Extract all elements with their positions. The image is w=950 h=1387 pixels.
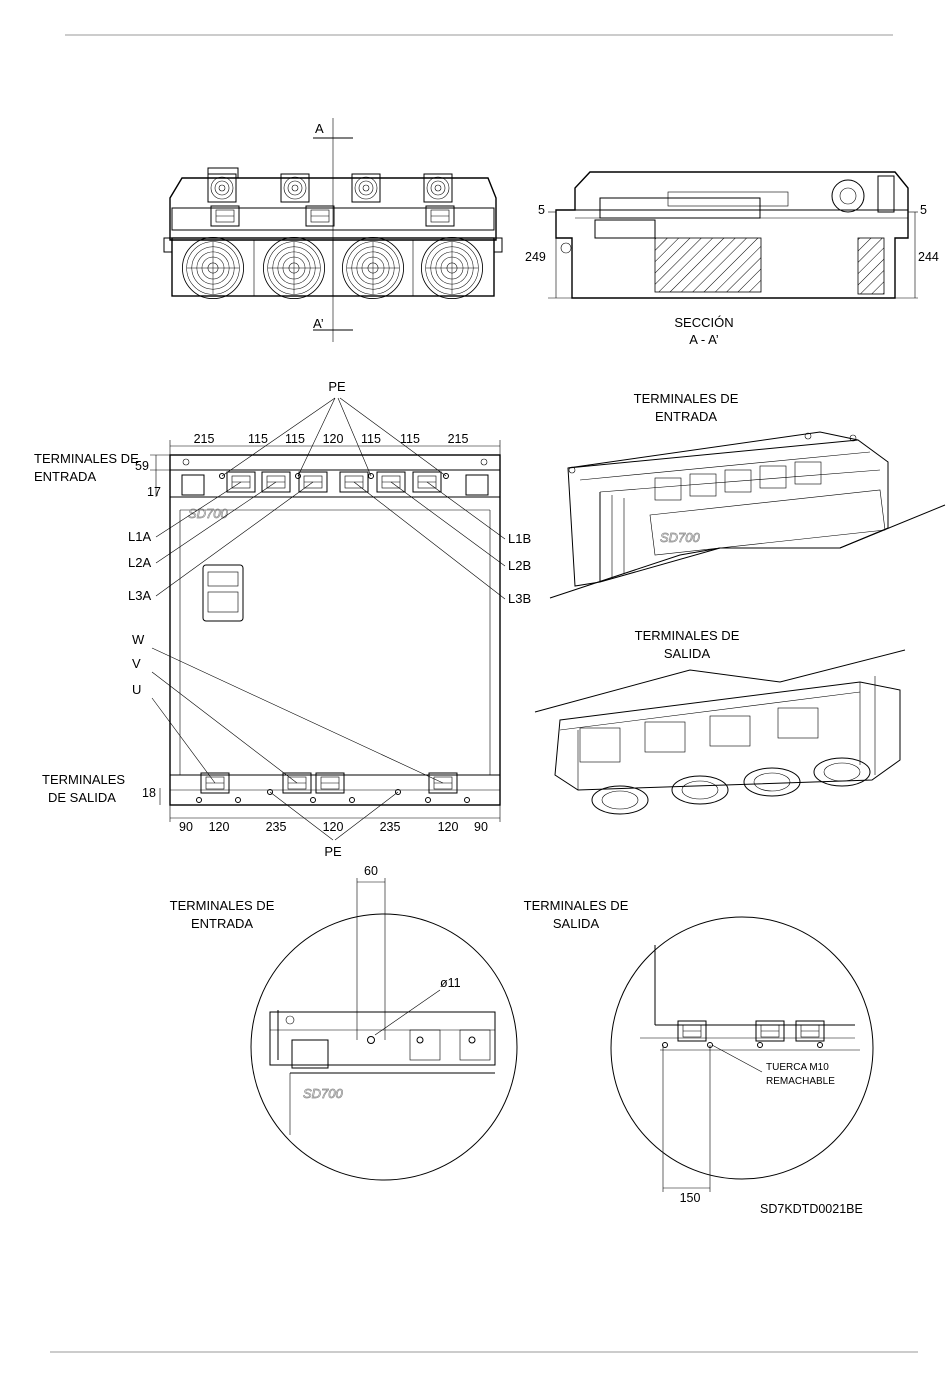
section-mark-top: A xyxy=(315,121,324,136)
label-w: W xyxy=(132,632,145,647)
pe-bottom-label: PE xyxy=(324,844,342,859)
dim-left-height: 249 xyxy=(525,250,546,264)
bottom-dim-6: 120 xyxy=(438,820,459,834)
top-dim-5: 115 xyxy=(361,432,381,446)
detail-output-title-line2: SALIDA xyxy=(553,916,600,931)
dim-left-small: 5 xyxy=(538,203,545,217)
input-terminals-line2: ENTRADA xyxy=(34,469,96,484)
bottom-dim-3: 235 xyxy=(266,820,287,834)
iso-output-view: TERMINALES DE SALIDA xyxy=(534,628,906,815)
section-mark-bottom: A’ xyxy=(313,316,324,331)
section-view: 5 5 249 244 SECCIÓN A - A’ xyxy=(525,171,939,347)
output-terminals-line1: TERMINALES xyxy=(42,772,125,787)
top-dim-6: 115 xyxy=(400,432,420,446)
label-l2b: L2B xyxy=(508,558,531,573)
iso-input-view: TERMINALES DE ENTRADA SD700 xyxy=(549,391,946,599)
label-l3b: L3B xyxy=(508,591,531,606)
bottom-dim-7: 90 xyxy=(474,820,488,834)
bottom-dim-4: 120 xyxy=(323,820,344,834)
bottom-dim-2: 120 xyxy=(209,820,230,834)
dim-right-small: 5 xyxy=(920,203,927,217)
detail-output-dim-width: 150 xyxy=(680,1191,701,1205)
top-dim-4: 120 xyxy=(323,432,344,446)
label-l1a: L1A xyxy=(128,529,151,544)
iso-output-title-line2: SALIDA xyxy=(664,646,711,661)
pe-top-label: PE xyxy=(328,379,346,394)
detail-output-nut-line1: TUERCA M10 xyxy=(766,1062,829,1073)
iso-input-title-line2: ENTRADA xyxy=(655,409,717,424)
detail-output-view: TERMINALES DE SALIDA TUERCA M10 REMACHAB… xyxy=(524,898,874,1205)
detail-input-dim-width: 60 xyxy=(364,864,378,878)
section-caption-line2: A - A’ xyxy=(689,332,718,347)
front-view: SD700 PE 215 115 115 120 115 115 215 xyxy=(34,379,531,859)
label-l1b: L1B xyxy=(508,531,531,546)
iso-input-logo: SD700 xyxy=(660,530,701,545)
top-dim-3: 115 xyxy=(285,432,305,446)
iso-input-title-line1: TERMINALES DE xyxy=(634,391,739,406)
iso-output-title-line1: TERMINALES DE xyxy=(635,628,740,643)
dim-18: 18 xyxy=(142,786,156,800)
label-u: U xyxy=(132,682,141,697)
dim-right-height: 244 xyxy=(918,250,939,264)
detail-input-dim-hole: ø11 xyxy=(440,976,461,990)
detail-input-logo: SD700 xyxy=(303,1086,344,1101)
top-dim-2: 115 xyxy=(248,432,268,446)
input-terminals-line1: TERMINALES DE xyxy=(34,451,139,466)
drawing-code: SD7KDTD0021BE xyxy=(760,1202,863,1216)
detail-output-title-line1: TERMINALES DE xyxy=(524,898,629,913)
detail-output-nut-line2: REMACHABLE xyxy=(766,1076,835,1087)
bottom-dim-5: 235 xyxy=(380,820,401,834)
front-panel-logo: SD700 xyxy=(188,506,229,521)
bottom-dim-1: 90 xyxy=(179,820,193,834)
label-v: V xyxy=(132,656,141,671)
top-view: A A’ xyxy=(163,118,503,342)
detail-input-title-line2: ENTRADA xyxy=(191,916,253,931)
top-dim-7: 215 xyxy=(448,432,469,446)
dim-59: 59 xyxy=(135,459,149,473)
top-dim-1: 215 xyxy=(194,432,215,446)
detail-input-title-line1: TERMINALES DE xyxy=(170,898,275,913)
detail-input-view: TERMINALES DE ENTRADA 60 ø11 SD700 xyxy=(170,864,518,1181)
label-l3a: L3A xyxy=(128,588,151,603)
label-l2a: L2A xyxy=(128,555,151,570)
output-terminals-line2: DE SALIDA xyxy=(48,790,116,805)
dim-17: 17 xyxy=(147,485,161,499)
section-caption-line1: SECCIÓN xyxy=(674,315,733,330)
